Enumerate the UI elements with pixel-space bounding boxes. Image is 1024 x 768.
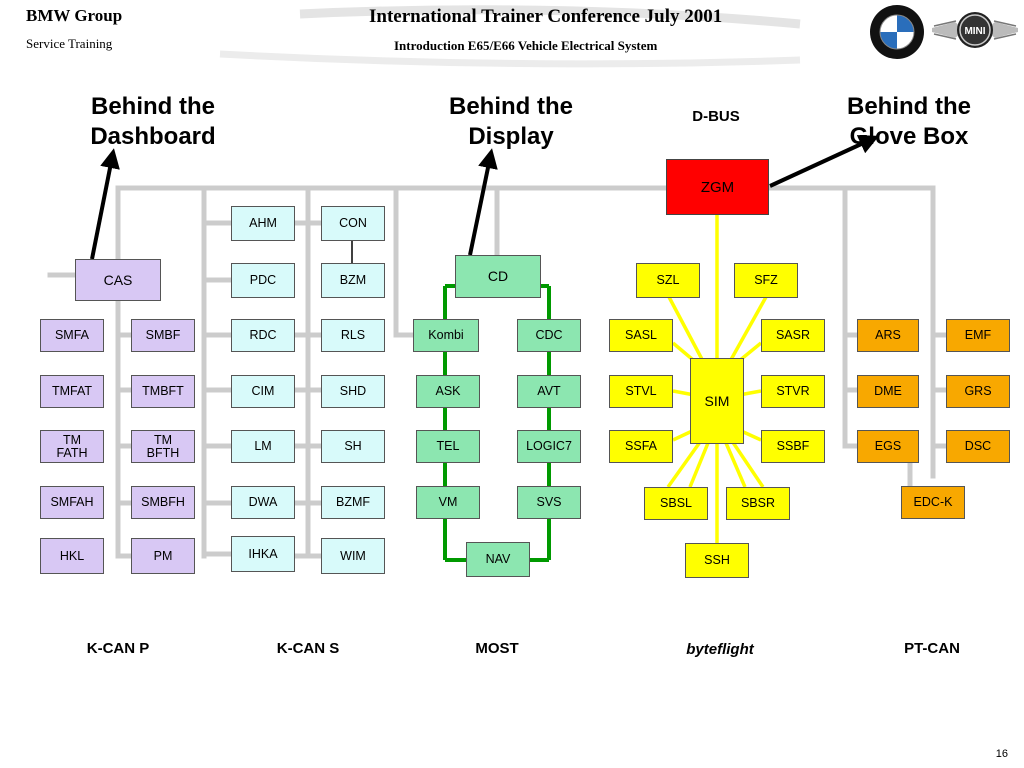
bmw-logo [870,5,924,59]
conference-title: International Trainer Conference July 20… [369,6,723,27]
module-tel[interactable]: TEL [416,430,480,463]
module-ssfa[interactable]: SSFA [609,430,673,463]
module-tm-fath[interactable]: TM FATH [40,430,104,463]
bus-label-kcan-p: K-CAN P [86,640,150,657]
module-ask[interactable]: ASK [416,375,480,408]
module-kombi[interactable]: Kombi [413,319,479,352]
module-tm-bfth[interactable]: TM BFTH [131,430,195,463]
bus-label-pt-can: PT-CAN [904,640,960,657]
bus-label-most: MOST [475,640,519,657]
module-dwa[interactable]: DWA [231,486,295,519]
mini-logo: MINI [932,12,1018,48]
brand-title: BMW Group [26,6,123,25]
module-stvl[interactable]: STVL [609,375,673,408]
module-zgm[interactable]: ZGM [666,159,769,215]
module-svs[interactable]: SVS [517,486,581,519]
module-vm[interactable]: VM [416,486,480,519]
module-bzm[interactable]: BZM [321,263,385,298]
page-number: 16 [995,748,1008,760]
module-avt[interactable]: AVT [517,375,581,408]
header-swoosh [219,50,801,68]
module-ahm[interactable]: AHM [231,206,295,241]
module-edc-k[interactable]: EDC-K [901,486,965,519]
module-smfah[interactable]: SMFAH [40,486,104,519]
module-logic7[interactable]: LOGIC7 [517,430,581,463]
module-sbsl[interactable]: SBSL [644,487,708,520]
module-rls[interactable]: RLS [321,319,385,352]
module-egs[interactable]: EGS [857,430,919,463]
module-ars[interactable]: ARS [857,319,919,352]
module-wim[interactable]: WIM [321,538,385,574]
module-ssbf[interactable]: SSBF [761,430,825,463]
module-sbsr[interactable]: SBSR [726,487,790,520]
arrow-glovebox [769,135,880,188]
module-grs[interactable]: GRS [946,375,1010,408]
module-smbfh[interactable]: SMBFH [131,486,195,519]
bus-label-byteflight: byteflight [686,641,754,658]
module-sim[interactable]: SIM [690,358,744,444]
module-ssh[interactable]: SSH [685,543,749,578]
mini-logo-text: MINI [964,26,985,37]
module-dme[interactable]: DME [857,375,919,408]
module-pdc[interactable]: PDC [231,263,295,298]
module-emf[interactable]: EMF [946,319,1010,352]
module-pm[interactable]: PM [131,538,195,574]
module-sh[interactable]: SH [321,430,385,463]
label-behind-glovebox: Behind the Glove Box [847,93,971,150]
module-smbf[interactable]: SMBF [131,319,195,352]
byteflight-star [666,215,768,545]
label-behind-dashboard: Behind the Dashboard [90,93,216,150]
header-swoosh [299,5,801,29]
bus-label-kcan-s: K-CAN S [276,640,340,657]
module-cim[interactable]: CIM [231,375,295,408]
module-lm[interactable]: LM [231,430,295,463]
dbus-label: D-BUS [692,108,740,125]
arrow-dashboard [90,148,120,260]
module-nav[interactable]: NAV [466,542,530,577]
module-szl[interactable]: SZL [636,263,700,298]
module-sfz[interactable]: SFZ [734,263,798,298]
module-rdc[interactable]: RDC [231,319,295,352]
module-cas[interactable]: CAS [75,259,161,301]
brand-subtitle: Service Training [26,36,113,51]
module-hkl[interactable]: HKL [40,538,104,574]
arrow-display [468,148,498,256]
module-sasr[interactable]: SASR [761,319,825,352]
module-stvr[interactable]: STVR [761,375,825,408]
module-con[interactable]: CON [321,206,385,241]
presentation-subtitle: Introduction E65/E66 Vehicle Electrical … [394,38,658,53]
module-bzmf[interactable]: BZMF [321,486,385,519]
module-cd[interactable]: CD [455,255,541,298]
module-tmbft[interactable]: TMBFT [131,375,195,408]
module-smfa[interactable]: SMFA [40,319,104,352]
module-cdc[interactable]: CDC [517,319,581,352]
module-sasl[interactable]: SASL [609,319,673,352]
label-behind-display: Behind the Display [449,93,573,150]
module-dsc[interactable]: DSC [946,430,1010,463]
module-ihka[interactable]: IHKA [231,536,295,572]
module-shd[interactable]: SHD [321,375,385,408]
module-tmfat[interactable]: TMFAT [40,375,104,408]
